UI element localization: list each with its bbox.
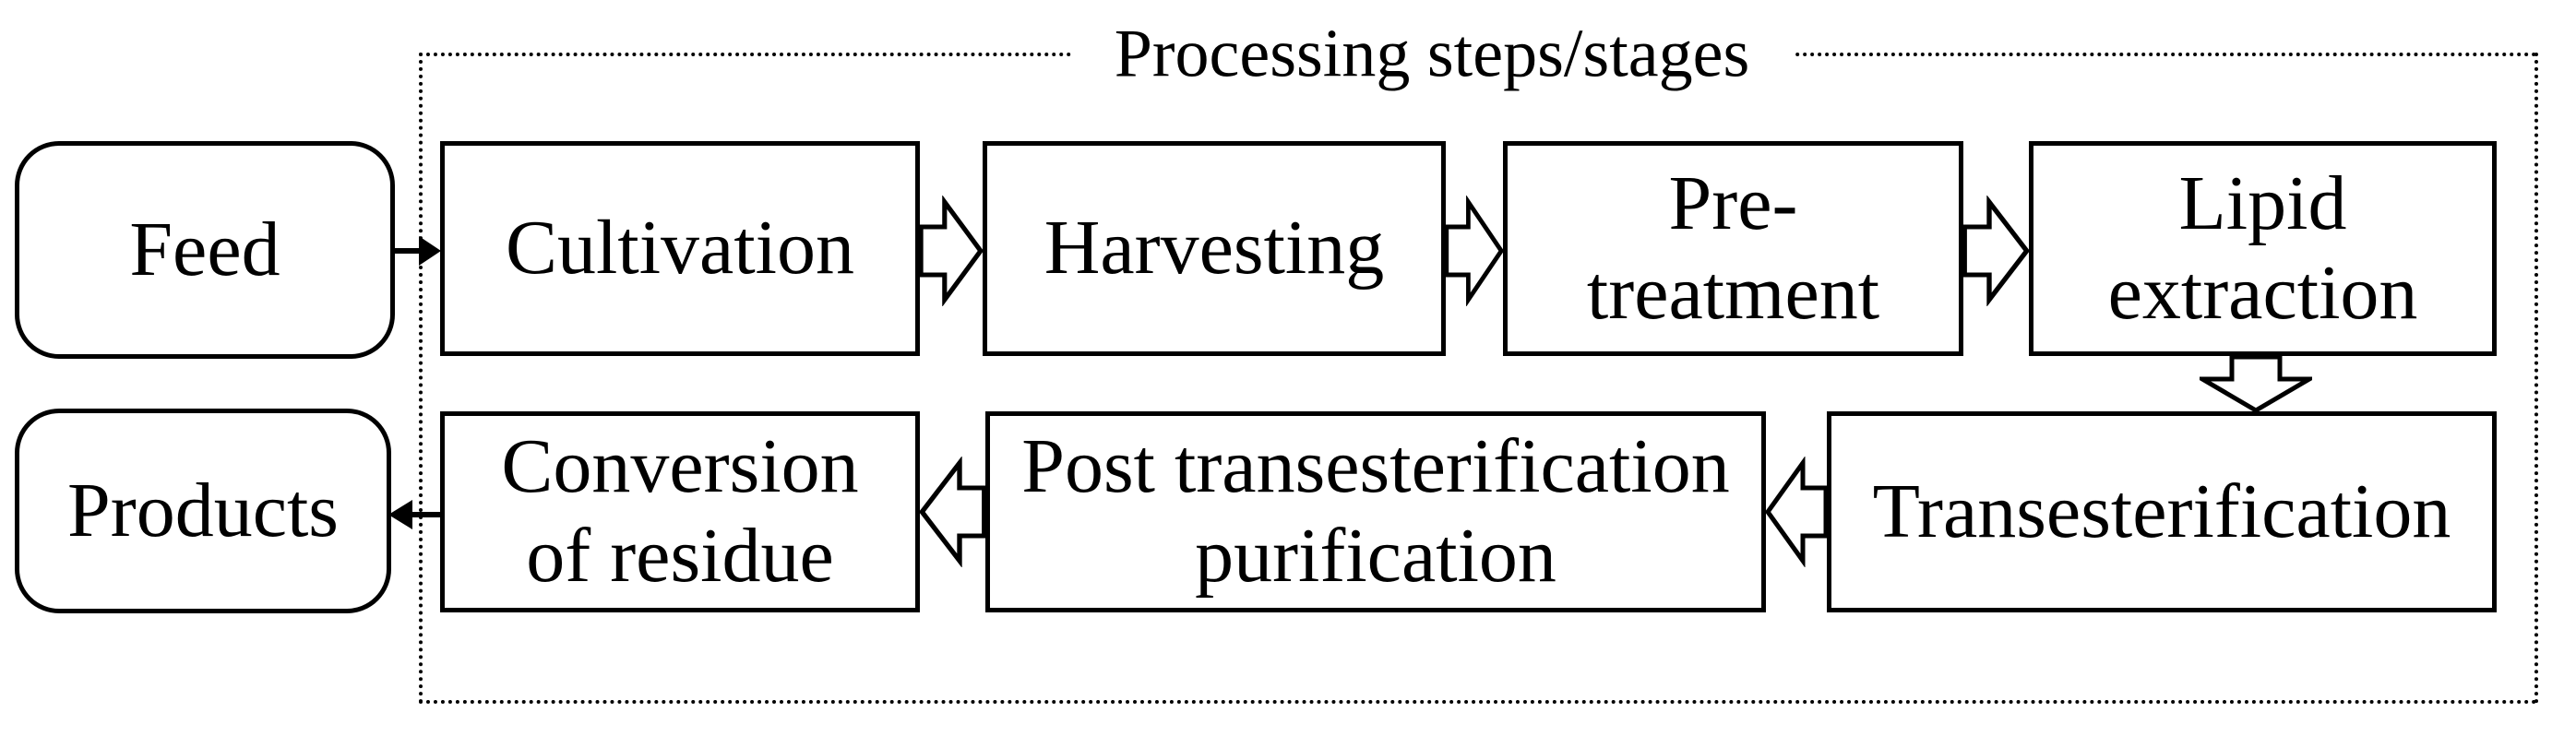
node-post-purification-label-line1: Post transesterification [1021, 423, 1730, 510]
node-products-label: Products [67, 467, 339, 553]
node-cultivation: Cultivation [440, 141, 920, 356]
node-cultivation-label: Cultivation [506, 205, 854, 291]
node-pre-treatment-label-line1: Pre- [1668, 160, 1798, 246]
arrow-post-purification-to-conversion [918, 457, 987, 567]
arrow-lipid-extraction-to-transesterification [2200, 354, 2312, 413]
node-feed-label: Feed [129, 206, 280, 292]
node-conversion-label-line2: of residue [526, 513, 834, 599]
arrow-cultivation-to-harvesting [918, 196, 984, 306]
node-post-purification-label-line2: purification [1195, 513, 1556, 599]
node-lipid-extraction: Lipid extraction [2029, 141, 2497, 356]
frame-title: Processing steps/stages [1071, 16, 1793, 92]
arrow-pre-treatment-to-lipid-extraction [1962, 196, 2031, 306]
node-lipid-extraction-label-line2: extraction [2107, 249, 2418, 336]
node-products: Products [15, 409, 391, 613]
node-transesterification: Transesterification [1827, 411, 2497, 612]
arrow-harvesting-to-pre-treatment [1444, 196, 1505, 306]
node-post-transesterification-purification: Post transesterification purification [985, 411, 1766, 612]
node-transesterification-label: Transesterification [1872, 468, 2451, 554]
node-conversion-of-residue: Conversion of residue [440, 411, 920, 612]
node-harvesting-label: Harvesting [1044, 205, 1385, 291]
node-feed: Feed [15, 141, 395, 359]
arrow-feed-to-cultivation [391, 236, 441, 266]
node-lipid-extraction-label-line1: Lipid [2178, 160, 2347, 246]
node-harvesting: Harvesting [983, 141, 1446, 356]
node-pre-treatment-label-line2: treatment [1586, 249, 1880, 336]
node-conversion-label-line1: Conversion [501, 423, 859, 510]
arrow-conversion-to-products [388, 500, 442, 529]
arrow-transesterification-to-post-purification [1764, 457, 1829, 567]
node-pre-treatment: Pre- treatment [1503, 141, 1963, 356]
